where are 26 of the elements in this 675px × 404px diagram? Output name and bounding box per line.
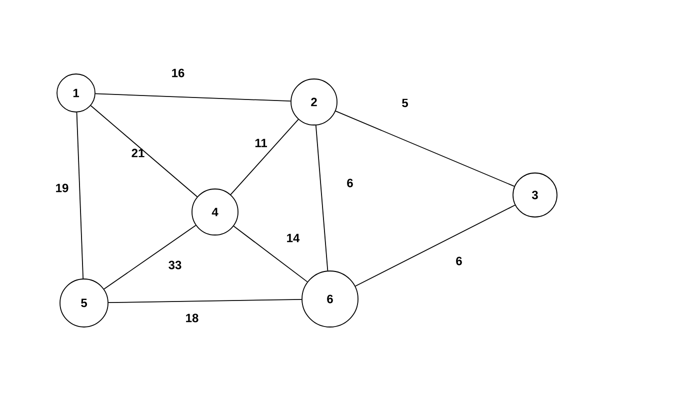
edge-line bbox=[108, 299, 302, 304]
graph-vertex: 6 bbox=[302, 270, 358, 328]
edge-weight: 6 bbox=[456, 256, 462, 266]
edge-line bbox=[76, 112, 84, 279]
edge-line bbox=[354, 204, 516, 287]
edge-line bbox=[335, 110, 515, 187]
graph-vertex: 3 bbox=[512, 172, 558, 218]
edge-weight: 11 bbox=[255, 138, 267, 148]
edge-weight: 18 bbox=[186, 314, 198, 322]
edge-weight: 14 bbox=[287, 234, 300, 242]
edge-weight: 33 bbox=[168, 260, 182, 270]
edge-weight: 19 bbox=[56, 184, 68, 192]
edge-line bbox=[230, 118, 299, 196]
edge-line bbox=[233, 226, 308, 282]
edge-weight: 16 bbox=[172, 68, 184, 78]
edge-line bbox=[95, 93, 292, 102]
graph-vertex: 5 bbox=[60, 278, 108, 328]
edge-line bbox=[104, 224, 196, 290]
graph-vertex: 4 bbox=[192, 188, 238, 236]
edge-weight: 5 bbox=[402, 98, 408, 108]
edge-weight: 6 bbox=[347, 178, 353, 188]
graph-vertex: 2 bbox=[290, 78, 338, 126]
graph-vertex: 1 bbox=[56, 74, 96, 112]
edge-weight: 21 bbox=[132, 148, 144, 158]
edge-line bbox=[90, 105, 198, 198]
edge-line bbox=[315, 124, 328, 272]
